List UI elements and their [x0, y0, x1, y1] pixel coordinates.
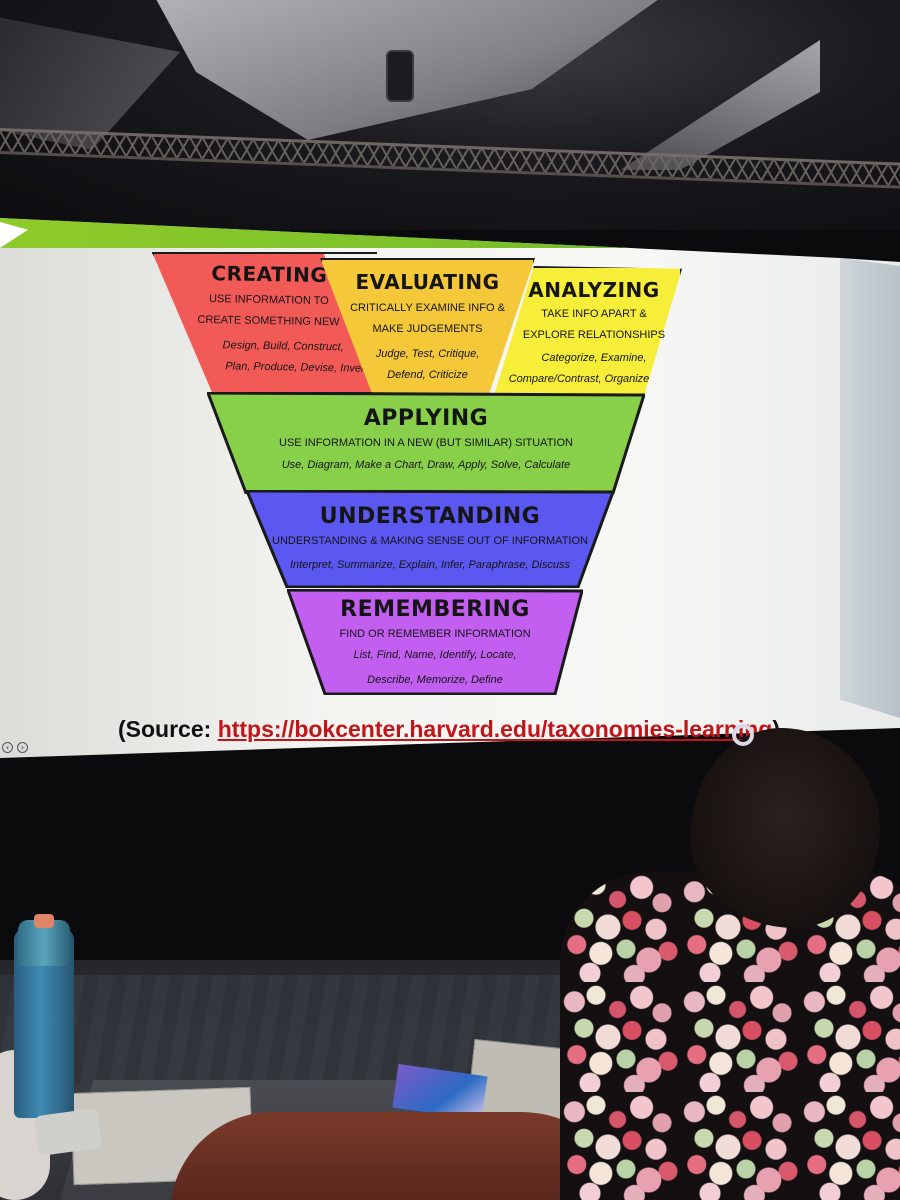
tier-description: FIND OR REMEMBER INFORMATION — [339, 628, 531, 640]
hair-clip — [732, 724, 754, 746]
tier-examples: Compare/Contrast, Organize — [508, 373, 650, 385]
tier-description: UNDERSTANDING & MAKING SENSE OUT OF INFO… — [272, 535, 588, 547]
water-bottle-cap — [18, 914, 70, 966]
tier-examples: Categorize, Examine, — [541, 352, 647, 364]
tier-examples: Defend, Criticize — [387, 369, 468, 381]
tier-title: REMEMBERING — [340, 597, 530, 622]
tier-title: UNDERSTANDING — [319, 504, 541, 529]
next-slide-button[interactable]: › — [17, 742, 28, 753]
source-link[interactable]: https://bokcenter.harvard.edu/taxonomies… — [217, 716, 773, 742]
stage-light — [386, 50, 414, 102]
source-prefix: (Source: — [118, 716, 218, 742]
tier-description: TAKE INFO APART & — [541, 308, 647, 320]
tier-applying: APPLYING USE INFORMATION IN A NEW (BUT S… — [207, 392, 645, 494]
tier-title: EVALUATING — [355, 270, 500, 294]
audience-member-head — [690, 728, 880, 928]
tier-examples: Use, Diagram, Make a Chart, Draw, Apply,… — [281, 459, 571, 471]
tier-description: EXPLORE RELATIONSHIPS — [522, 329, 666, 341]
tier-title: ANALYZING — [528, 278, 660, 302]
tier-outline — [287, 589, 583, 695]
ceiling — [0, 0, 900, 230]
tier-examples: Interpret, Summarize, Explain, Infer, Pa… — [289, 559, 570, 571]
screen-edge — [840, 258, 900, 718]
tier-examples: Judge, Test, Critique, — [375, 348, 480, 360]
audience-member-shirt — [560, 872, 900, 1200]
tier-border — [152, 252, 377, 394]
tier-outline — [246, 490, 614, 588]
ceiling-sail — [620, 40, 820, 170]
bottle-spout — [34, 914, 54, 928]
tier-analyzing: ANALYZING TAKE INFO APART & EXPLORE RELA… — [492, 266, 682, 402]
slide-nav: ‹ › — [2, 742, 28, 753]
tier-description: MAKE JUDGEMENTS — [372, 323, 483, 335]
tier-evaluating: EVALUATING CRITICALLY EXAMINE INFO & MAK… — [320, 258, 535, 398]
previous-slide-button[interactable]: ‹ — [2, 742, 13, 753]
tier-examples: List, Find, Name, Identify, Locate, — [353, 649, 517, 661]
tier-title: APPLYING — [363, 406, 489, 431]
tier-remembering: REMEMBERING FIND OR REMEMBER INFORMATION… — [287, 589, 583, 695]
tier-description: CRITICALLY EXAMINE INFO & — [350, 302, 505, 314]
tier-understanding: UNDERSTANDING UNDERSTANDING & MAKING SEN… — [246, 490, 614, 588]
ceiling-sail — [140, 0, 700, 140]
source-citation: (Source: https://bokcenter.harvard.edu/t… — [118, 716, 780, 743]
tier-description: USE INFORMATION IN A NEW (BUT SIMILAR) S… — [279, 437, 573, 449]
tier-examples: Describe, Memorize, Define — [367, 674, 503, 686]
